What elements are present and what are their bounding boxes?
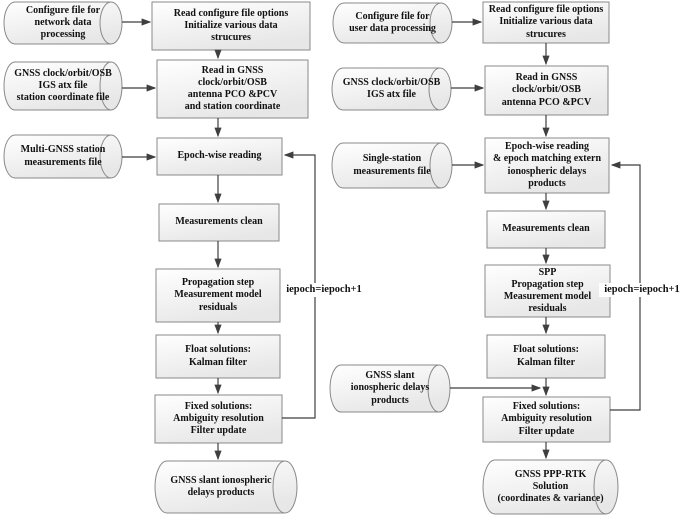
ppp-rtk-solution-cylinder-rim: [593, 459, 607, 515]
network-measurements-cylinder-rim: [99, 134, 112, 179]
user-epoch-loop-line: [610, 161, 641, 411]
user-measurements-cylinder-rim: [429, 142, 442, 189]
network-float-solutions-box: [155, 334, 281, 379]
network-products-cylinder-rim: [99, 61, 112, 111]
user-products-cylinder: [331, 67, 452, 111]
iono-products-cylinder: [329, 364, 451, 413]
network-output-cylinder-rim: [272, 460, 286, 514]
network-output-cylinder: [154, 460, 298, 514]
network-fixed-solutions-box: [154, 394, 283, 444]
network-config-cylinder: [3, 1, 123, 45]
network-products-cylinder: [3, 61, 123, 111]
user-fixed-solutions-box: [482, 396, 611, 443]
user-read-products-box: [484, 65, 609, 116]
user-config-cylinder-rim: [429, 2, 442, 44]
user-products-cylinder-rim: [428, 67, 441, 111]
network-measurements-cylinder: [3, 134, 123, 179]
network-read-products-box: [156, 59, 309, 119]
user-spp-propagation-box: [484, 264, 611, 318]
user-config-cylinder: [332, 2, 453, 44]
iono-products-cylinder-rim: [427, 364, 440, 413]
network-epoch-loop-line: [282, 151, 316, 419]
user-read-config-box: [482, 1, 610, 44]
user-measurements-cylinder: [331, 142, 453, 189]
network-measurements-clean-box: [158, 203, 280, 242]
network-propagation-box: [155, 268, 281, 323]
network-config-cylinder-rim: [99, 1, 112, 45]
user-float-solutions-box: [486, 334, 606, 379]
network-read-config-box: [151, 1, 311, 51]
user-measurements-clean-box: [486, 210, 606, 249]
user-epoch-reading-box: [484, 137, 610, 194]
network-epoch-reading-box: [156, 137, 283, 176]
